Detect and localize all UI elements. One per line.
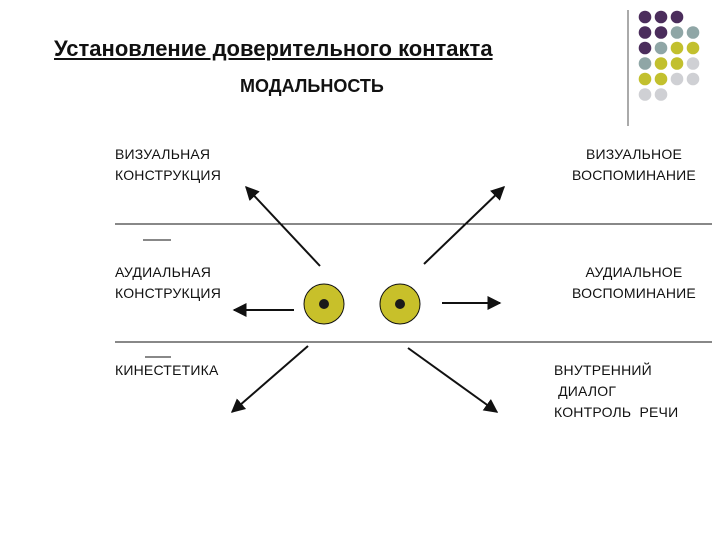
label-kinesthetic: КИНЕСТЕТИКА xyxy=(115,362,219,378)
eye-right-pupil xyxy=(395,299,405,309)
decor-dot xyxy=(686,72,700,86)
decor-dot xyxy=(654,41,668,55)
arrow-down-left xyxy=(230,345,309,413)
label-inner-dialog: ВНУТРЕННИЙ ДИАЛОГ КОНТРОЛЬ РЕЧИ xyxy=(554,362,679,420)
decor-dot xyxy=(638,57,652,70)
decor-dot xyxy=(670,41,684,55)
decor-dot xyxy=(654,26,668,39)
label-audial-memory: АУДИАЛЬНОЕ ВОСПОМИНАНИЕ xyxy=(572,264,696,301)
label-visual-memory: ВИЗУАЛЬНОЕ ВОСПОМИНАНИЕ xyxy=(572,146,696,183)
decor-dot xyxy=(638,10,652,24)
decor-dot xyxy=(670,26,684,39)
decor-dot xyxy=(638,26,652,39)
eye-left xyxy=(303,283,345,325)
decor-dot xyxy=(670,72,684,86)
decor-dot xyxy=(670,57,684,70)
eye-right xyxy=(379,283,421,325)
decor-dot xyxy=(670,10,684,24)
decor-dot xyxy=(638,41,652,55)
arrow-up-right xyxy=(423,186,506,265)
page-subtitle: МОДАЛЬНОСТЬ xyxy=(240,76,384,96)
arrow-up-left xyxy=(245,185,321,267)
page-title: Установление доверительного контакта xyxy=(54,36,493,61)
decor-dot xyxy=(654,57,668,70)
decor-dot xyxy=(686,57,700,70)
eye-left-pupil xyxy=(319,299,329,309)
arrow-down-right xyxy=(407,347,499,413)
decor-dot xyxy=(638,88,652,101)
decorative-dot-grid xyxy=(627,10,700,126)
decor-dot xyxy=(686,26,700,39)
decor-dot xyxy=(654,72,668,86)
decor-dot xyxy=(638,72,652,86)
label-audial-construction: АУДИАЛЬНАЯ КОНСТРУКЦИЯ xyxy=(115,264,222,301)
label-visual-construction: ВИЗУАЛЬНАЯ КОНСТРУКЦИЯ xyxy=(115,146,222,183)
decor-dot xyxy=(686,41,700,55)
decor-dot xyxy=(654,10,668,24)
decor-dot xyxy=(654,88,668,101)
